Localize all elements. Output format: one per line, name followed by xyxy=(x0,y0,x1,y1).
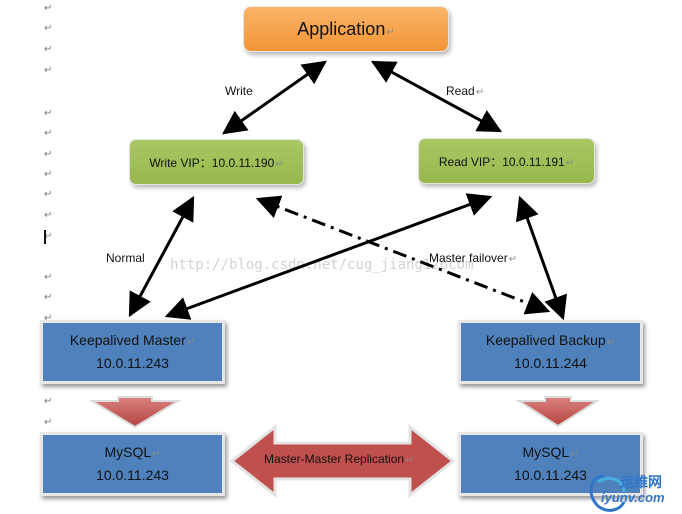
paragraph-mark: ↵ xyxy=(44,108,53,119)
paragraph-mark: ↵ xyxy=(44,417,53,428)
paragraph-mark: ↵ xyxy=(44,23,53,34)
paragraph-mark: ↵ xyxy=(44,313,53,324)
read-vip-box: Read VIP：10.0.11.191↵ xyxy=(418,138,595,184)
master-ip: 10.0.11.243 xyxy=(96,355,169,371)
replication-arrow xyxy=(229,423,456,499)
paragraph-mark: ↵ xyxy=(44,65,53,76)
paragraph-mark: ↵ xyxy=(44,231,53,242)
site-logo-icon xyxy=(589,474,626,512)
failover-label: Master failover xyxy=(429,251,508,265)
write-vip-box: Write VIP：10.0.11.190↵ xyxy=(129,139,304,185)
master-title: Keepalived Master xyxy=(69,332,186,348)
normal-label: Normal xyxy=(106,251,145,265)
mysql-left-ip: 10.0.11.243 xyxy=(96,467,169,483)
paragraph-mark: ↵ xyxy=(44,128,53,139)
paragraph-mark: ↵ xyxy=(44,272,53,283)
left-down-arrow xyxy=(88,396,182,429)
failover-arrow xyxy=(255,195,551,315)
paragraph-mark: ↵ xyxy=(44,44,53,55)
right-down-arrow xyxy=(515,396,601,428)
text-cursor xyxy=(44,230,46,244)
read-to-backup-arrow xyxy=(515,195,568,321)
mysql-right-box: MySQL↵ 10.0.11.243 xyxy=(458,432,643,496)
paragraph-mark: ↵ xyxy=(44,210,53,221)
write-arrow xyxy=(222,60,327,135)
logo-cn-text: 运维网 xyxy=(620,474,662,490)
keepalived-master-box: Keepalived Master↵ 10.0.11.243 xyxy=(40,320,225,384)
backup-title: Keepalived Backup xyxy=(485,332,606,348)
application-box: Application↵ xyxy=(243,6,449,52)
read-label: Read xyxy=(446,84,475,98)
application-label: Application xyxy=(297,18,386,39)
backup-ip: 10.0.11.244 xyxy=(514,355,587,371)
paragraph-mark: ↵ xyxy=(44,3,53,14)
paragraph-mark: ↵ xyxy=(44,189,53,200)
mysql-left-title: MySQL xyxy=(104,444,152,460)
paragraph-mark: ↵ xyxy=(44,169,53,180)
keepalived-backup-box: Keepalived Backup↵ 10.0.11.244 xyxy=(458,320,643,384)
mysql-right-title: MySQL xyxy=(522,444,570,460)
paragraph-mark: ↵ xyxy=(44,396,53,407)
replication-label-text: Master-Master Replication↵ xyxy=(264,452,414,466)
paragraph-mark: ↵ xyxy=(44,149,53,160)
failover-label-text: Master failover↵ xyxy=(429,251,518,265)
write-label: Write xyxy=(225,84,253,98)
write-vip-label: Write VIP：10.0.11.190 xyxy=(149,155,275,170)
mysql-left-box: MySQL↵ 10.0.11.243 xyxy=(40,432,225,496)
read-arrow xyxy=(370,60,503,133)
mysql-right-ip: 10.0.11.243 xyxy=(514,467,587,483)
read-label-text: Read↵ xyxy=(446,84,485,98)
read-vip-label: Read VIP：10.0.11.191 xyxy=(438,154,565,169)
replication-label: Master-Master Replication xyxy=(264,452,405,466)
paragraph-mark: ↵ xyxy=(44,292,53,303)
logo-en-text: iyunv.com xyxy=(601,490,665,505)
